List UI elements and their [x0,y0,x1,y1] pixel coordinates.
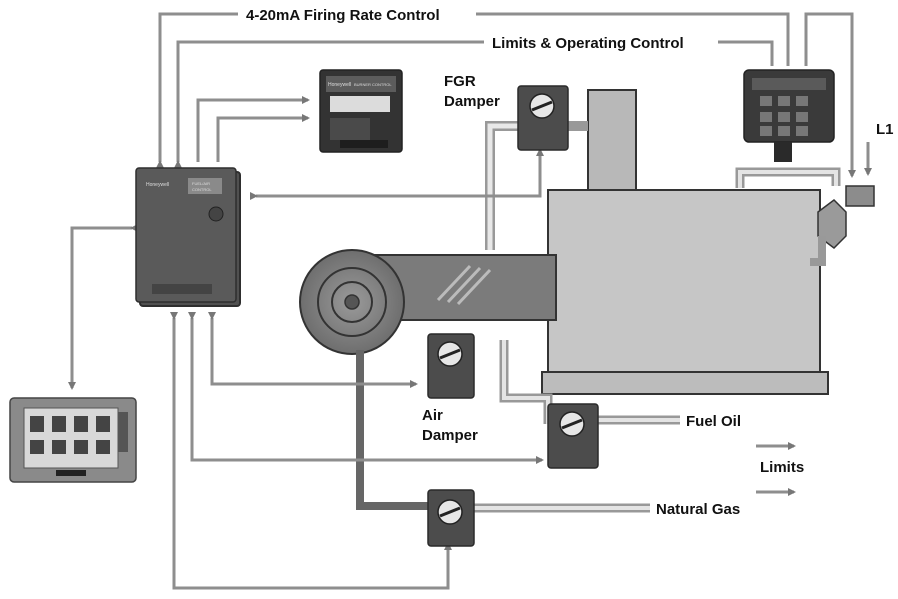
relay-base [340,140,388,148]
burner-return-pipe [810,236,826,266]
touchscreen-display [9,397,137,483]
firing-rate-line-left [156,12,238,168]
boiler [541,89,875,395]
display-logo [56,470,86,476]
firing-rate-line-right [476,12,790,66]
controller-terminal-strip [152,284,212,294]
fgr-dial-pointer [531,100,553,112]
fuel-air-controller: Honeywell FUEL/AIR CONTROL [135,167,241,307]
gas-valve-line [170,312,452,590]
air-label-line2: Damper [422,427,478,444]
boiler-body [547,189,821,381]
relay-tag: BURNER CONTROL [354,82,392,87]
relay-line-lower [216,114,310,162]
controller-brand: Honeywell [146,182,169,188]
limits-line-left [174,40,484,168]
firing-rate-label: 4-20mA Firing Rate Control [246,7,440,24]
controller-tag [188,178,222,194]
burner-pipe-inner [738,170,838,188]
fan-hub [344,294,360,310]
gas-dial-pointer [439,506,461,518]
actuator-buttons [760,96,808,136]
limits-operating-label: Limits & Operating Control [492,35,684,52]
limits-line-right [718,40,774,66]
fgr-signal-line [250,148,544,200]
l1-feed-line [804,12,856,178]
fgr-damper-actuator [517,85,569,151]
relay-header [326,76,396,92]
controller-face [135,167,237,303]
burner-valve [845,185,875,207]
gas-line [356,350,430,510]
fgr-label-line1: FGR [444,73,476,90]
fgr-label-line2: Damper [444,93,500,110]
control-wiring [68,12,872,590]
relay-display [330,96,390,112]
limits-label: Limits [760,459,804,476]
burner-actuator [743,69,835,162]
l1-label: L1 [876,121,894,138]
controller-knob [208,206,224,222]
gas-valve-actuator [427,489,475,547]
exhaust-stack [587,89,637,191]
actuator-neck [774,142,792,162]
fgr-duct-inner [487,123,520,250]
oil-dial-pointer [561,418,583,430]
burner-control-relay: Honeywell BURNER CONTROL [319,69,403,153]
fuel-oil-valve-actuator [547,403,599,469]
display-widgets [30,416,110,454]
damper-louvers [436,264,492,306]
fgr-duct-outer [485,121,520,250]
display-link-line [68,224,138,390]
relay-brand: Honeywell [328,82,351,88]
display-side-panel [118,412,128,452]
controller-tag-2: CONTROL [192,187,212,192]
fuel-oil-label: Fuel Oil [686,413,741,430]
boiler-base [541,371,829,395]
burner-pipe-outer [735,167,841,188]
relay-panel [330,118,370,140]
actuator-top [752,78,826,90]
relay-line-upper [196,96,310,162]
air-dial-pointer [439,348,461,360]
natural-gas-label: Natural Gas [656,501,740,518]
controller-tag-1: FUEL/AIR [192,181,210,186]
air-damper-actuator [427,333,475,399]
air-label-line1: Air [422,407,443,424]
